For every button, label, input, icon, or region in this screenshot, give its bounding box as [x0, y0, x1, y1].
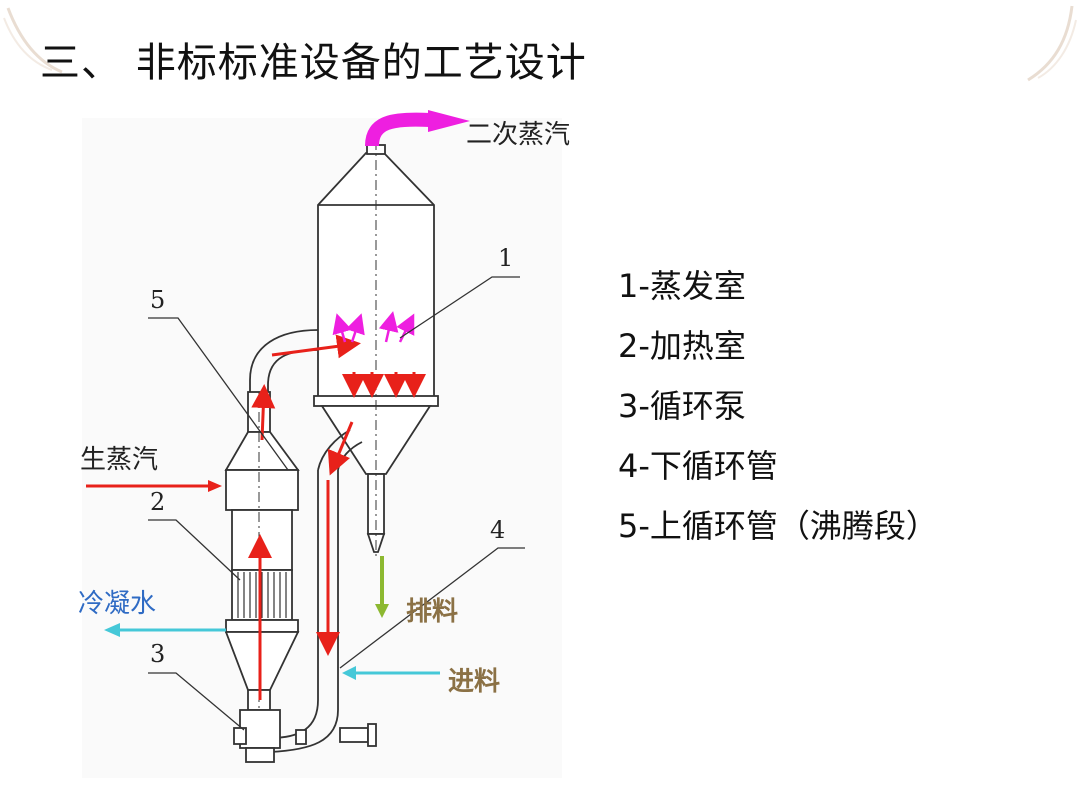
circulation-pump: [233, 709, 377, 763]
corner-ribbon-left: [3, 7, 63, 74]
secondary-steam-pipe: [365, 112, 431, 147]
discharge-label: 排料: [406, 597, 458, 627]
upper-circulation-pipe: [249, 329, 319, 395]
legend-item-upper-circulation-pipe: 5-上循环管（沸腾段）: [618, 507, 938, 545]
secondary-steam-label: 二次蒸汽: [466, 120, 570, 150]
callout-number-1: 1: [498, 244, 513, 272]
feed-label: 进料: [448, 667, 500, 697]
live-steam-label: 生蒸汽: [80, 445, 158, 475]
condensate-label: 冷凝水: [78, 589, 156, 619]
heating-tube-bundle: [237, 572, 287, 618]
callout-leader-lines: [148, 276, 525, 731]
discharge-arrowhead: [375, 604, 389, 618]
legend-item-circulation-pump: 3-循环泵: [618, 387, 746, 425]
vapor-rise-arrows: [332, 311, 415, 343]
callout-number-3: 3: [150, 640, 165, 668]
circulation-flow-arrows: [248, 334, 426, 700]
legend-item-heating-chamber: 2-加热室: [618, 327, 746, 365]
live-steam-arrowhead: [208, 480, 222, 492]
callout-number-5: 5: [150, 286, 165, 314]
slide-title: 三、 非标标准设备的工艺设计: [40, 40, 587, 86]
corner-ribbon-right: [1027, 5, 1077, 82]
callout-number-2: 2: [150, 488, 165, 516]
callout-number-4: 4: [490, 516, 505, 544]
legend-item-lower-circulation-pipe: 4-下循环管: [618, 447, 778, 485]
condensate-arrowhead: [104, 623, 120, 637]
secondary-steam-arrow: [428, 110, 470, 132]
feed-arrowhead: [342, 666, 356, 680]
component-legend: 1-蒸发室 2-加热室 3-循环泵 4-下循环管 5-上循环管（沸腾段）: [618, 262, 938, 562]
legend-item-evaporation-chamber: 1-蒸发室: [618, 267, 746, 305]
